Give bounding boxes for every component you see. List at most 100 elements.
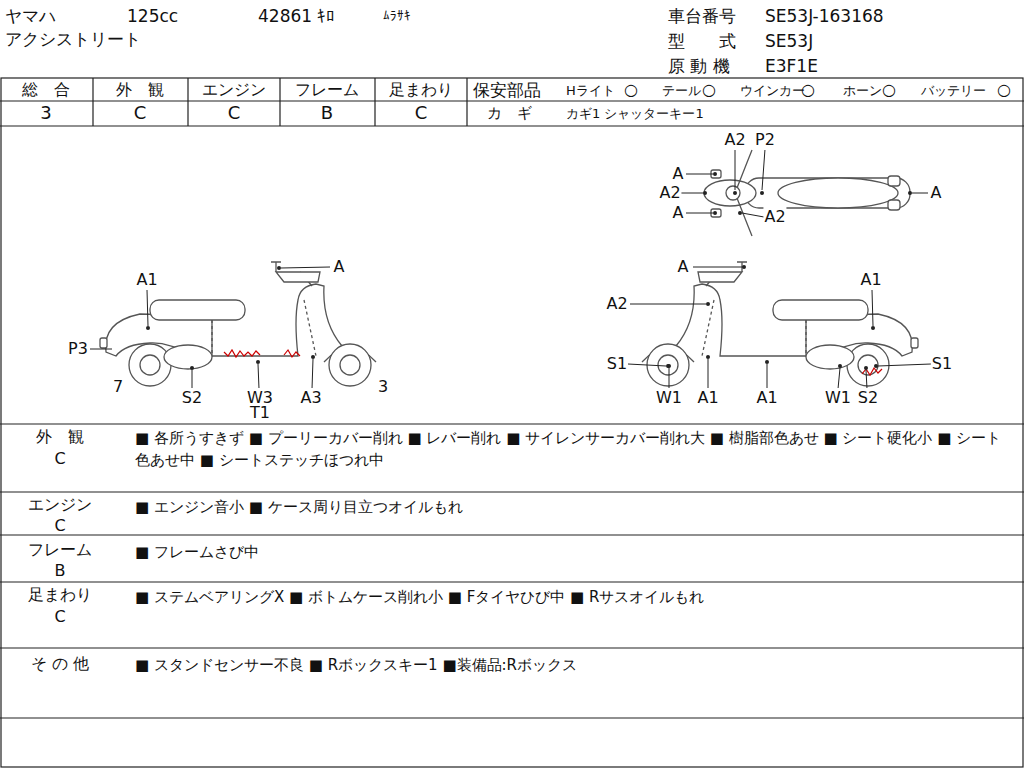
leader-line: [90, 267, 330, 389]
callout-label: A2: [605, 294, 628, 314]
damage-mark: [284, 350, 300, 357]
scooter-left-view: [100, 262, 376, 386]
leader-line: [628, 267, 931, 389]
rating-cell: フレーム: [295, 80, 359, 100]
callout-label: A: [672, 203, 685, 223]
callout-label: A: [333, 257, 346, 277]
rating-cell: エンジン: [202, 80, 266, 100]
callout-dot: [256, 360, 260, 364]
callout-label: T1: [249, 403, 271, 423]
callout-label: S1: [931, 354, 953, 374]
callout-dot: [713, 172, 717, 176]
scooter-top-view: [778, 178, 898, 208]
header-field: 型 式: [668, 31, 736, 52]
callout-dot: [703, 191, 707, 195]
safety-item: バッテリー: [921, 83, 986, 99]
callout-label: P2: [754, 130, 776, 150]
rating-cell: 足まわり: [389, 80, 453, 100]
scooter-top-view: [745, 178, 910, 208]
callout-dot: [706, 355, 710, 359]
header-field: E3F1E: [765, 56, 818, 77]
callout-dot: [864, 366, 868, 370]
table-rule: [1, 78, 1023, 767]
remark-text: C: [54, 449, 65, 469]
safety-item: ○: [882, 80, 896, 100]
callout-dot: [760, 191, 764, 195]
callout-dot: [738, 211, 742, 215]
callout-dot: [908, 191, 912, 195]
callout-label: 7: [112, 377, 124, 397]
remark-text: B: [55, 561, 66, 581]
header-field: 42861 ｷﾛ: [258, 6, 335, 27]
callout-dot: [838, 364, 842, 368]
callout-label: A1: [696, 388, 719, 408]
damage-mark: [224, 350, 882, 375]
header-field: 車台番号: [668, 6, 736, 27]
callout-label: A1: [755, 388, 778, 408]
remark-text: 外 観: [36, 427, 84, 447]
safety-item: テール: [662, 83, 701, 99]
callout-label: A1: [859, 270, 882, 290]
leader-line: [90, 149, 931, 389]
table-rule: [0, 78, 1024, 126]
header-field: アクシストリート: [5, 29, 141, 50]
scooter-top-view: [888, 200, 900, 210]
callout-dot: [146, 172, 912, 370]
remark-text: 足まわり: [28, 585, 92, 605]
callout-label: P3: [67, 339, 89, 359]
safety-item: ホーン: [843, 83, 882, 99]
callout-dot: [874, 364, 878, 368]
rating-cell: C: [415, 102, 428, 125]
damage-mark: [224, 350, 260, 357]
callout-label: S2: [181, 388, 203, 408]
callout-dot: [277, 266, 281, 270]
scooter-top-view: [726, 186, 740, 200]
callout-label: W1: [655, 388, 683, 408]
remark-text: ■ 各所うすきず ■ プーリーカバー削れ ■ レバー削れ ■ サイレンサーカバー…: [135, 427, 1005, 471]
callout-label: S2: [857, 388, 879, 408]
leader-line: [681, 149, 928, 217]
table-rule: [0, 78, 1024, 767]
rating-cell: C: [134, 102, 147, 125]
safety-item: カギ1 シャッターキー1: [566, 106, 704, 122]
callout-dot: [706, 302, 710, 306]
callout-dot: [667, 364, 671, 368]
safety-item: 保安部品: [473, 80, 541, 101]
scooter-top-view: [888, 176, 900, 186]
callout-label: A2: [658, 183, 681, 203]
rating-cell: C: [228, 102, 241, 125]
safety-item: ウインカー: [740, 83, 805, 99]
callout-dot: [666, 364, 670, 368]
header-field: SE53J: [765, 31, 813, 52]
rating-cell: B: [321, 102, 333, 125]
safety-item: ○: [624, 80, 638, 100]
scooter-top-view: [704, 180, 756, 206]
callout-label: A1: [135, 270, 158, 290]
table-rule: [0, 424, 1024, 718]
safety-item: カ ギ: [487, 104, 532, 123]
safety-item: ○: [997, 80, 1011, 100]
remark-text: C: [54, 607, 65, 627]
remark-text: ■ フレームさび中: [135, 541, 1005, 563]
callout-label: S1: [606, 354, 628, 374]
remark-text: そ の 他: [31, 654, 89, 674]
header-field: ヤマハ: [5, 6, 56, 27]
remark-text: エンジン: [28, 495, 92, 515]
callout-dot: [871, 326, 875, 330]
remark-text: ■ エンジン音小 ■ ケース周り目立つオイルもれ: [135, 496, 1005, 518]
header-field: ﾑﾗｻｷ: [383, 8, 411, 24]
scooter-right-view: [642, 262, 918, 386]
callout-dot: [190, 366, 194, 370]
safety-item: ○: [702, 80, 716, 100]
header-field: 原 動 機: [668, 56, 730, 77]
safety-item: ○: [801, 80, 815, 100]
remark-text: ■ スタンドセンサー不良 ■ Rボックスキー1 ■装備品:Rボックス: [135, 654, 1005, 676]
callout-label: W1: [824, 388, 852, 408]
callout-label: 3: [377, 377, 389, 397]
callout-dot: [311, 355, 315, 359]
callout-dot: [146, 326, 150, 330]
callout-label: A3: [299, 388, 322, 408]
callout-label: A2: [763, 207, 786, 227]
header-field: SE53J-163168: [765, 6, 884, 27]
rating-cell: 総 合: [22, 80, 70, 100]
